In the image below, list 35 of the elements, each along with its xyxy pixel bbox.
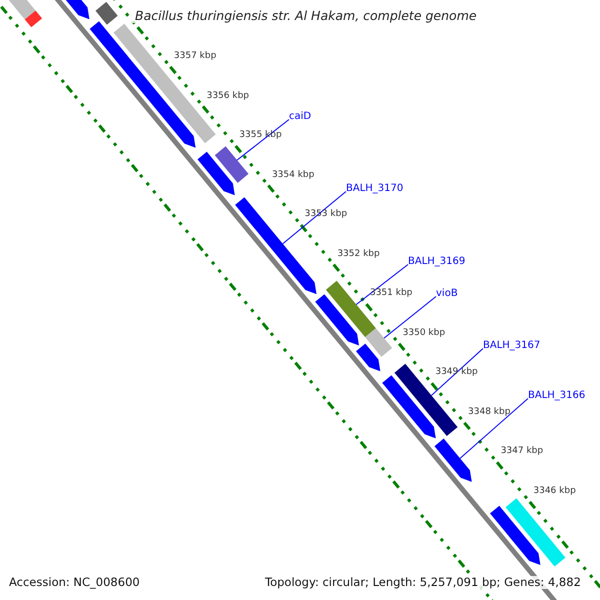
gene-block xyxy=(394,364,458,436)
tick-label: 3357 kbp xyxy=(174,50,216,62)
tick-label: 3354 kbp xyxy=(272,170,314,180)
gene-block xyxy=(490,506,540,565)
tick-label: 3350 kbp xyxy=(402,328,446,338)
gene-block xyxy=(434,438,472,482)
gene-block xyxy=(506,498,566,566)
gene-block xyxy=(90,21,196,148)
leader-line xyxy=(384,296,436,339)
leader-line xyxy=(236,119,290,161)
gene-label: vioB xyxy=(436,288,458,300)
tick-label: 3349 kbp xyxy=(435,367,478,378)
tick-label: 3348 kbp xyxy=(468,406,510,418)
gene-block xyxy=(96,2,118,25)
gene-label: BALH_3167 xyxy=(483,340,540,352)
gene-block xyxy=(198,152,235,196)
gene-block xyxy=(356,344,380,372)
gene-block xyxy=(24,10,42,28)
gene-label: BALH_3169 xyxy=(408,256,466,268)
tick-label: 3351 kbp xyxy=(370,288,412,299)
gene-block xyxy=(214,146,248,183)
leader-line xyxy=(282,191,346,244)
tick-label: 3352 kbp xyxy=(337,248,380,260)
gene-block xyxy=(315,294,359,346)
leader-line xyxy=(460,398,528,459)
gene-label: BALH_3170 xyxy=(346,183,404,194)
gene-label: caiD xyxy=(289,111,312,122)
tick-label: 3347 kbp xyxy=(500,446,544,457)
tick-label: 3346 kbp xyxy=(533,486,576,496)
tick-label: 3356 kbp xyxy=(206,90,249,101)
gene-block xyxy=(382,375,436,438)
leader-line xyxy=(356,264,408,305)
gene-label: BALH_3166 xyxy=(528,390,586,402)
gene-block xyxy=(365,328,392,357)
leader-line xyxy=(430,348,484,396)
